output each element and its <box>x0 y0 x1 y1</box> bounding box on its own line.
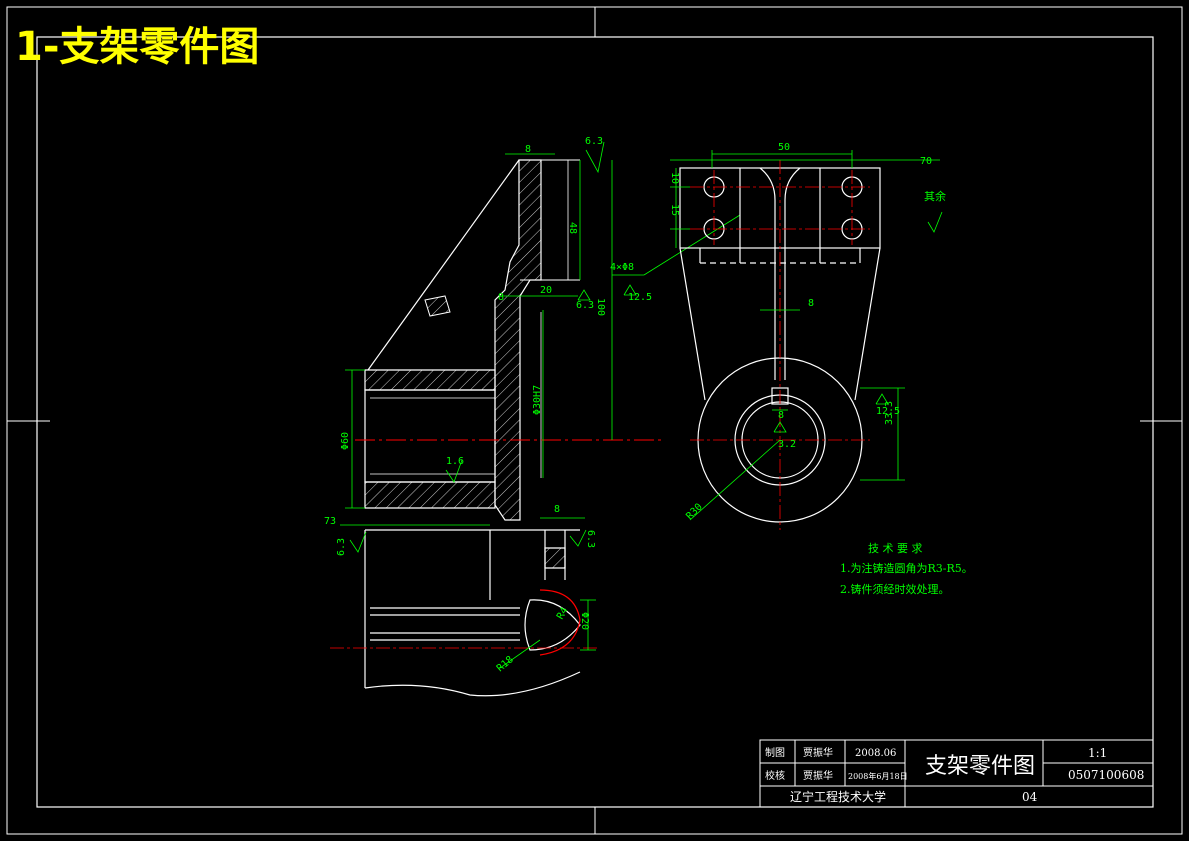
dim-right-15: 15 <box>669 204 680 216</box>
surface-6-3-top: 6.3 <box>585 136 603 147</box>
dim-left-8-mid: 8 <box>498 292 504 303</box>
tb-drawn-label: 制图 <box>765 746 785 759</box>
dim-right-10: 10 <box>669 172 680 184</box>
banner-title: 1-支架零件图 <box>15 24 259 70</box>
left-view-dimension-lines <box>345 141 741 509</box>
surface-12-5-left: 12.5 <box>628 292 652 303</box>
holes-4x-phi8: 4×Φ8 <box>610 262 634 273</box>
left-section-view <box>355 159 665 521</box>
bottom-view <box>364 529 581 697</box>
tech-requirements-title: 技 术 要 求 <box>868 542 923 555</box>
tb-scale: 1:1 <box>1088 746 1107 760</box>
bottom-view-dimension-lines <box>340 517 596 669</box>
right-view-centerlines <box>690 160 870 530</box>
tb-drawing-name: 支架零件图 <box>925 754 1035 779</box>
tb-checked-label: 校核 <box>765 769 785 782</box>
surface-12-5-right: 12.5 <box>876 406 900 417</box>
dim-right-8-key: 8 <box>778 410 784 421</box>
surface-3-2: 3.2 <box>778 439 796 450</box>
outer-frame <box>6 6 1183 835</box>
surface-6-3-mid: 6.3 <box>576 300 594 311</box>
dim-r4: R4 <box>555 606 571 622</box>
tb-drawing-number: 0507100608 <box>1068 768 1144 782</box>
dim-bottom-73: 73 <box>324 516 336 527</box>
dim-left-48: 48 <box>567 222 578 234</box>
tech-requirement-2: 2.铸件须经时效处理。 <box>840 582 950 596</box>
surface-1-6: 1.6 <box>446 456 464 467</box>
dim-r18: R18 <box>495 654 516 674</box>
dim-bottom-8: 8 <box>554 504 560 515</box>
surface-6-3-bottom-left: 6.3 <box>336 538 347 556</box>
dim-left-100: 100 <box>595 298 606 316</box>
dim-right-50: 50 <box>778 142 790 153</box>
title-block <box>759 739 1154 808</box>
tech-requirement-1: 1.为注铸造圆角为R3-R5。 <box>840 561 973 575</box>
dim-phi20: Φ20 <box>579 612 590 630</box>
tb-drawn-by: 贾振华 <box>803 746 833 759</box>
tb-checked-by: 贾振华 <box>803 769 833 782</box>
bore-phi30h7: Φ30H7 <box>532 385 543 415</box>
tb-drawn-date: 2008.06 <box>855 748 896 759</box>
surface-rest-label: 其余 <box>924 189 946 203</box>
dim-phi60: Φ60 <box>340 432 351 450</box>
tb-checked-date: 2008年6月18日 <box>848 771 908 781</box>
surface-6-3-bottom-right: 6.3 <box>585 530 596 548</box>
dim-right-8-rib: 8 <box>808 298 814 309</box>
tb-sheet: 04 <box>1022 790 1038 804</box>
tb-school: 辽宁工程技术大学 <box>790 789 886 804</box>
dim-33-3: 33.3 <box>884 401 895 425</box>
dim-right-70: 70 <box>920 156 932 167</box>
dim-left-20: 20 <box>540 285 552 296</box>
centering-marks <box>7 7 1182 834</box>
right-view-dimension-lines <box>670 150 943 521</box>
dim-r30: R30 <box>684 502 705 523</box>
dim-left-8-top: 8 <box>525 144 531 155</box>
inner-frame <box>36 36 1154 808</box>
